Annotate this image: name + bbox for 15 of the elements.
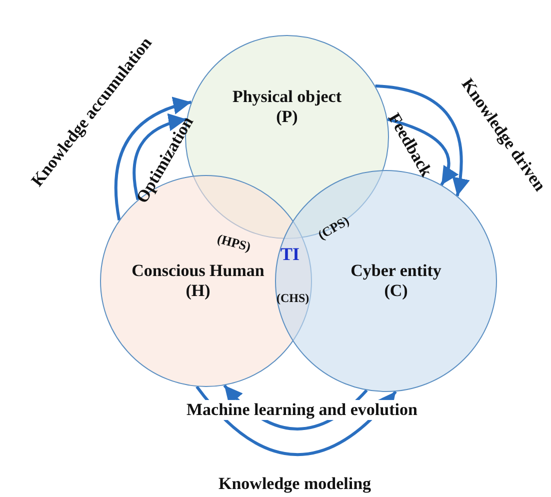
circle-label: Conscious Human <box>132 261 264 281</box>
region-label: (CHS) <box>276 290 310 306</box>
circle-label: Physical object <box>232 87 342 107</box>
region-label: TI <box>280 244 300 264</box>
edge-label: Knowledge modeling <box>218 474 372 494</box>
region-label: (HPS) <box>216 230 252 256</box>
curved-arrow <box>132 114 187 200</box>
curved-arrow <box>387 118 458 186</box>
circle-label: (P) <box>276 107 298 127</box>
curved-arrow <box>375 84 470 196</box>
circle-label: Cyber entity <box>350 261 442 281</box>
curved-arrow <box>114 98 192 220</box>
edge-label: Machine learning and evolution <box>184 400 420 420</box>
circle-label: (C) <box>384 281 408 301</box>
circle-label: (H) <box>186 281 210 301</box>
